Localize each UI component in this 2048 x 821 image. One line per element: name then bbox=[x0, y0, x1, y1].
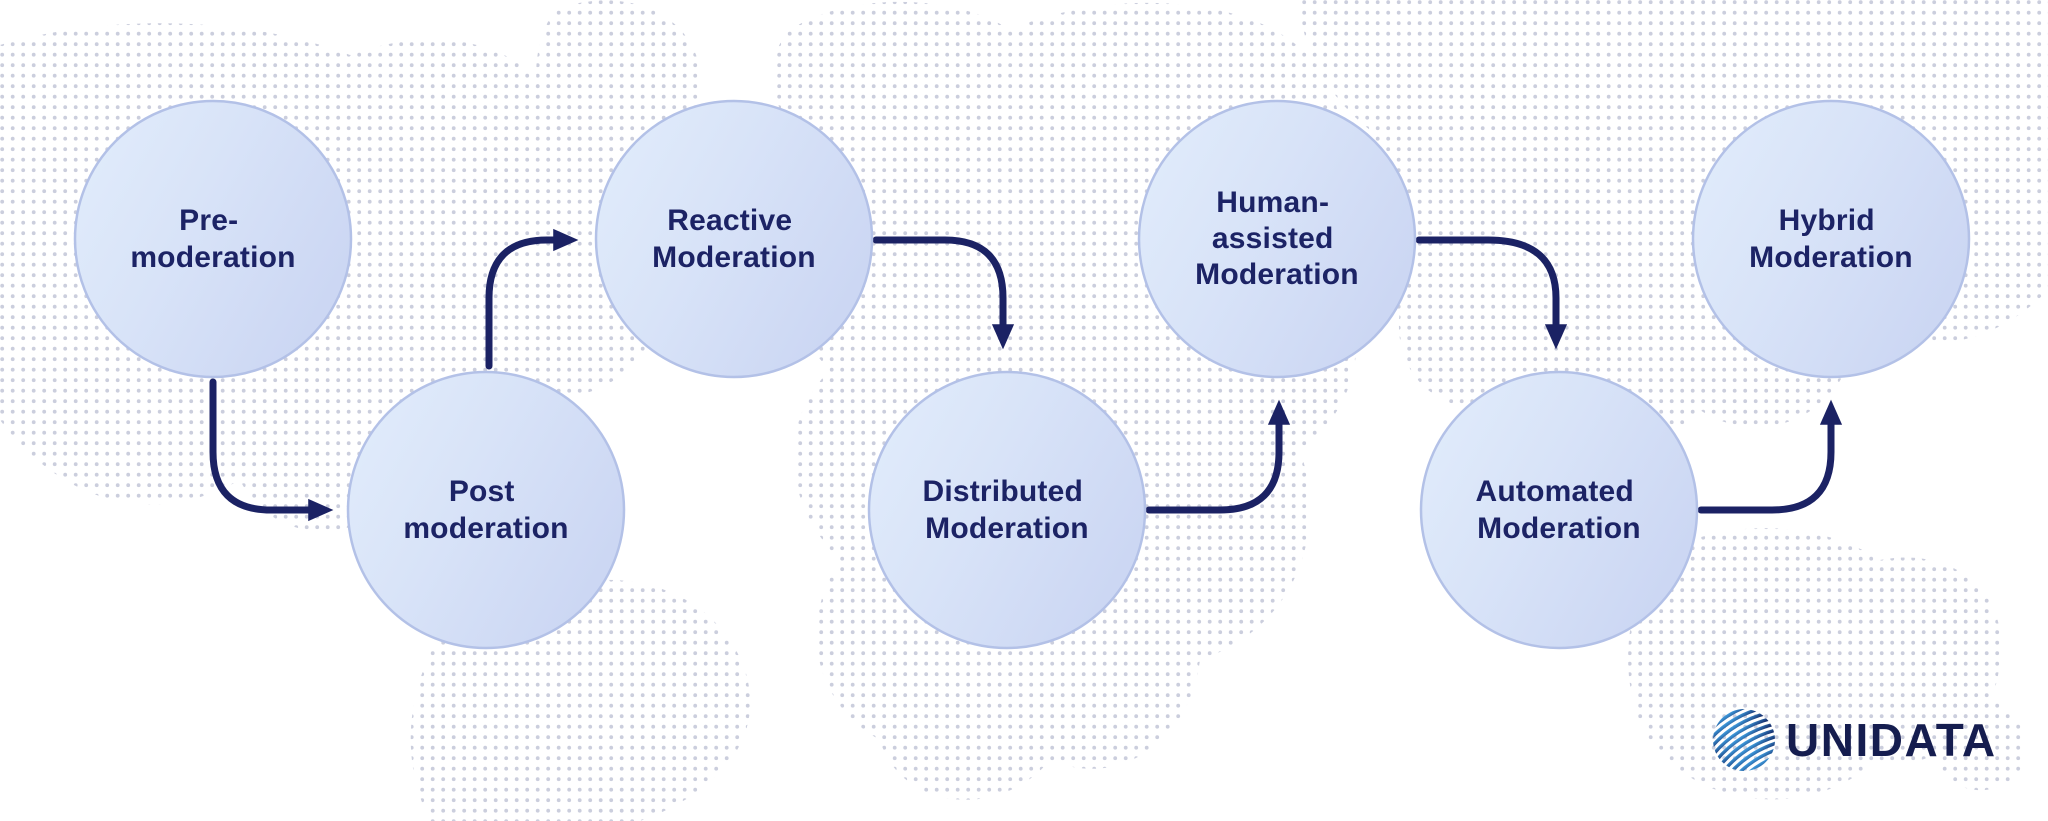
node-label: Human- assisted Moderation bbox=[1195, 186, 1359, 291]
node-reactive-moderation: Reactive Moderation bbox=[594, 99, 874, 379]
node-post-moderation: Post moderation bbox=[346, 370, 626, 650]
node-human-assisted-moderation: Human- assisted Moderation bbox=[1137, 99, 1417, 379]
node-label: Hybrid Moderation bbox=[1749, 204, 1913, 274]
node-circle bbox=[594, 99, 874, 379]
node-label: Distributed Moderation bbox=[922, 475, 1091, 545]
edge-pre-to-post bbox=[209, 378, 334, 522]
flow-arrows bbox=[209, 228, 1843, 522]
node-circle bbox=[1419, 370, 1699, 650]
edge-human-to-automated bbox=[1415, 236, 1568, 350]
node-circle bbox=[346, 370, 626, 650]
map-blob-australia bbox=[1628, 528, 2002, 800]
node-automated-moderation: Automated Moderation bbox=[1419, 370, 1699, 650]
node-label: Pre- moderation bbox=[130, 204, 295, 274]
edge-reactive-to-distributed bbox=[872, 236, 1015, 350]
node-circle bbox=[867, 370, 1147, 650]
node-label: Automated Moderation bbox=[1475, 475, 1642, 545]
logo-wordmark: UNIDATA bbox=[1786, 714, 1997, 766]
node-label: Reactive Moderation bbox=[652, 204, 816, 274]
node-pre-moderation: Pre- moderation bbox=[73, 99, 353, 379]
map-blob-new-zealand bbox=[1933, 698, 2026, 791]
node-distributed-moderation: Distributed Moderation bbox=[867, 370, 1147, 650]
flow-nodes: Pre- moderation Post moderation Reactive… bbox=[73, 99, 1971, 650]
node-circle bbox=[1137, 99, 1417, 379]
node-circle bbox=[73, 99, 353, 379]
node-hybrid-moderation: Hybrid Moderation bbox=[1691, 99, 1971, 379]
node-circle bbox=[1691, 99, 1971, 379]
node-label: Post moderation bbox=[403, 475, 568, 545]
edge-post-to-reactive bbox=[485, 228, 579, 370]
edge-automated-to-hybrid bbox=[1697, 399, 1843, 514]
edge-distributed-to-human bbox=[1145, 399, 1291, 514]
